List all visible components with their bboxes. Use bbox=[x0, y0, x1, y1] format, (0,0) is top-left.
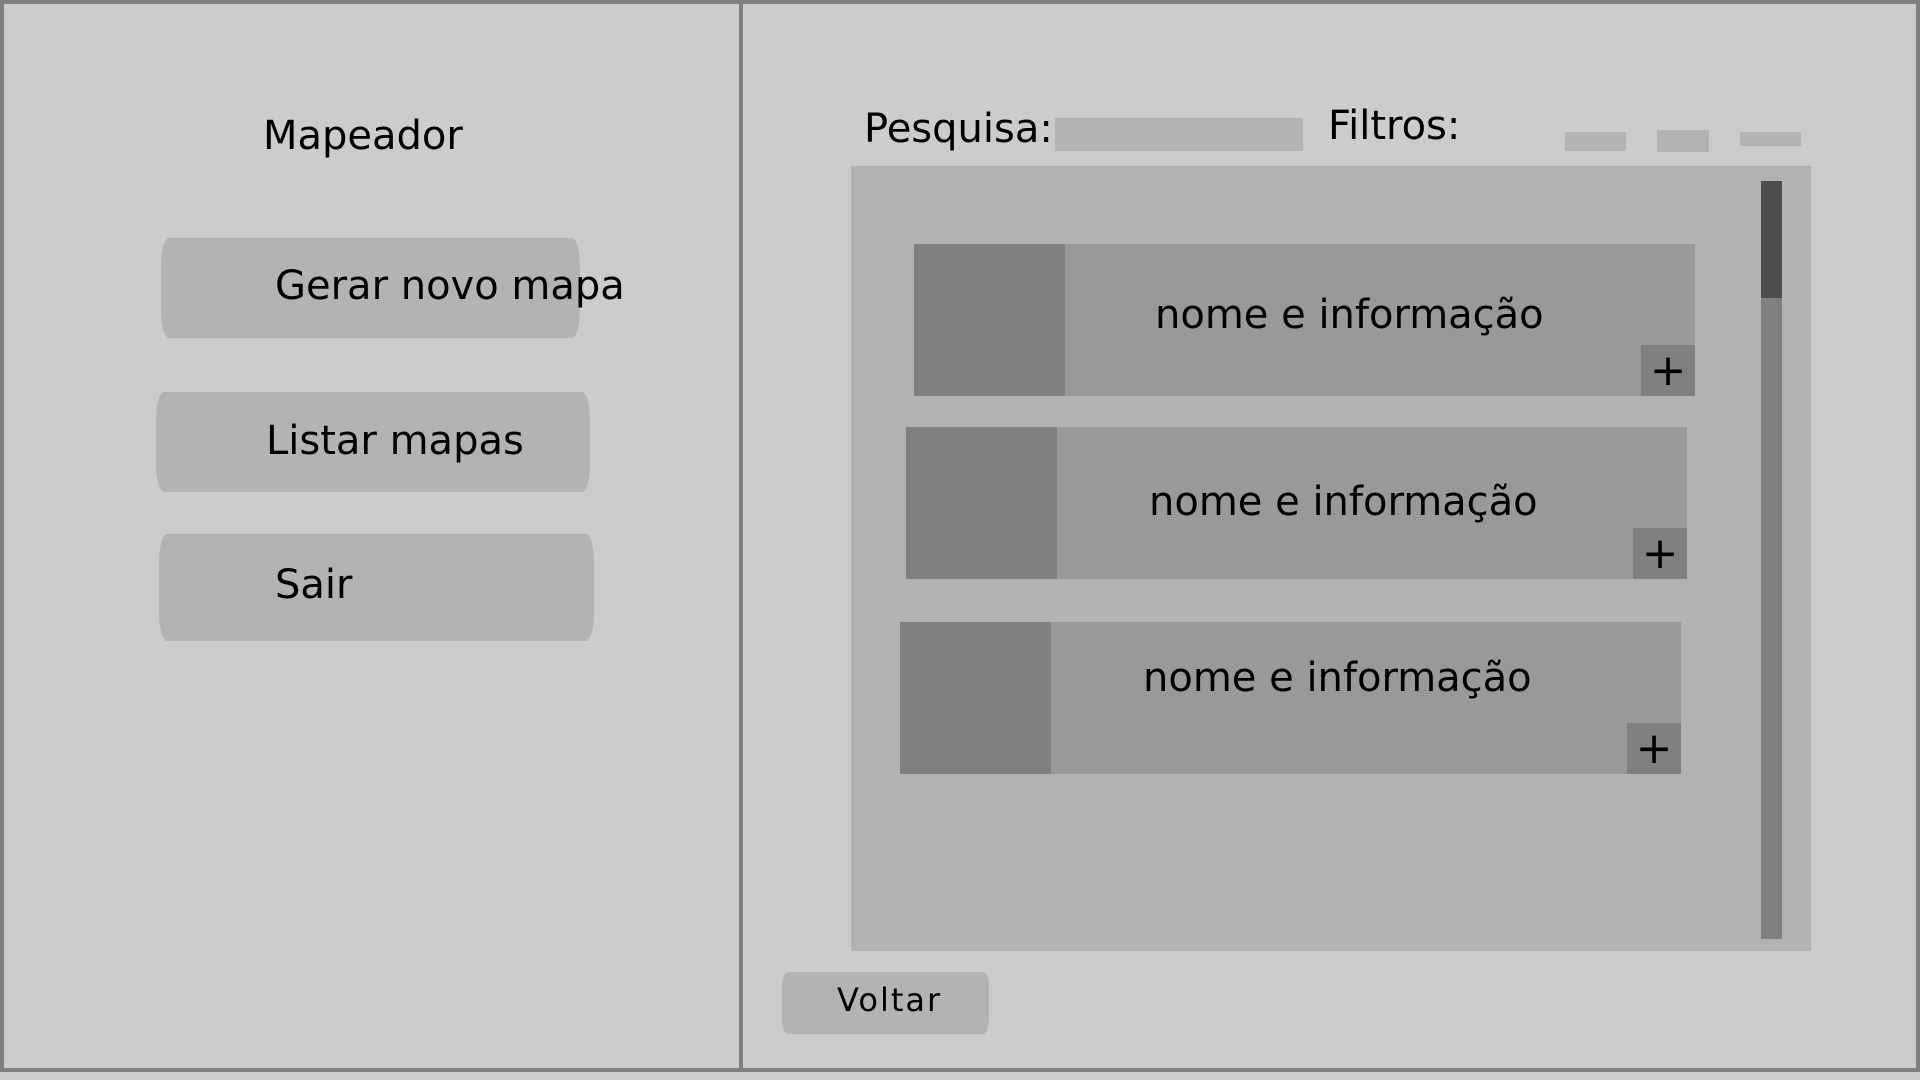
filter-option-3[interactable] bbox=[1740, 132, 1801, 146]
back-button[interactable]: Voltar bbox=[782, 972, 989, 1034]
panel-divider bbox=[739, 0, 743, 1072]
map-thumbnail bbox=[906, 427, 1057, 579]
scrollbar-track[interactable] bbox=[1761, 181, 1782, 939]
scrollbar-thumb[interactable] bbox=[1761, 181, 1782, 298]
generate-new-map-label: Gerar novo mapa bbox=[275, 263, 625, 309]
plus-icon[interactable]: + bbox=[1627, 723, 1681, 774]
map-list-item[interactable]: nome e informação + bbox=[914, 244, 1695, 396]
generate-new-map-button[interactable]: Gerar novo mapa bbox=[161, 238, 625, 338]
search-input[interactable] bbox=[1055, 118, 1303, 151]
map-info-text: nome e informação bbox=[1149, 479, 1538, 525]
filter-option-1[interactable] bbox=[1565, 132, 1626, 151]
map-thumbnail bbox=[914, 244, 1065, 396]
back-label: Voltar bbox=[837, 981, 943, 1019]
map-info-text: nome e informação bbox=[1155, 292, 1544, 338]
map-list-item[interactable]: nome e informação + bbox=[906, 427, 1687, 579]
plus-icon[interactable]: + bbox=[1641, 345, 1695, 396]
map-list-item[interactable]: nome e informação + bbox=[900, 622, 1681, 774]
plus-icon[interactable]: + bbox=[1633, 528, 1687, 579]
app-title: Mapeador bbox=[263, 113, 463, 159]
search-label: Pesquisa: bbox=[864, 106, 1053, 152]
exit-button[interactable]: Sair bbox=[159, 534, 594, 641]
filters-label: Filtros: bbox=[1328, 103, 1461, 149]
list-maps-button[interactable]: Listar mapas bbox=[156, 392, 590, 492]
list-maps-label: Listar mapas bbox=[266, 418, 524, 464]
map-info-text: nome e informação bbox=[1143, 655, 1532, 701]
filter-option-2[interactable] bbox=[1657, 130, 1709, 152]
map-thumbnail bbox=[900, 622, 1051, 774]
exit-label: Sair bbox=[275, 562, 353, 608]
